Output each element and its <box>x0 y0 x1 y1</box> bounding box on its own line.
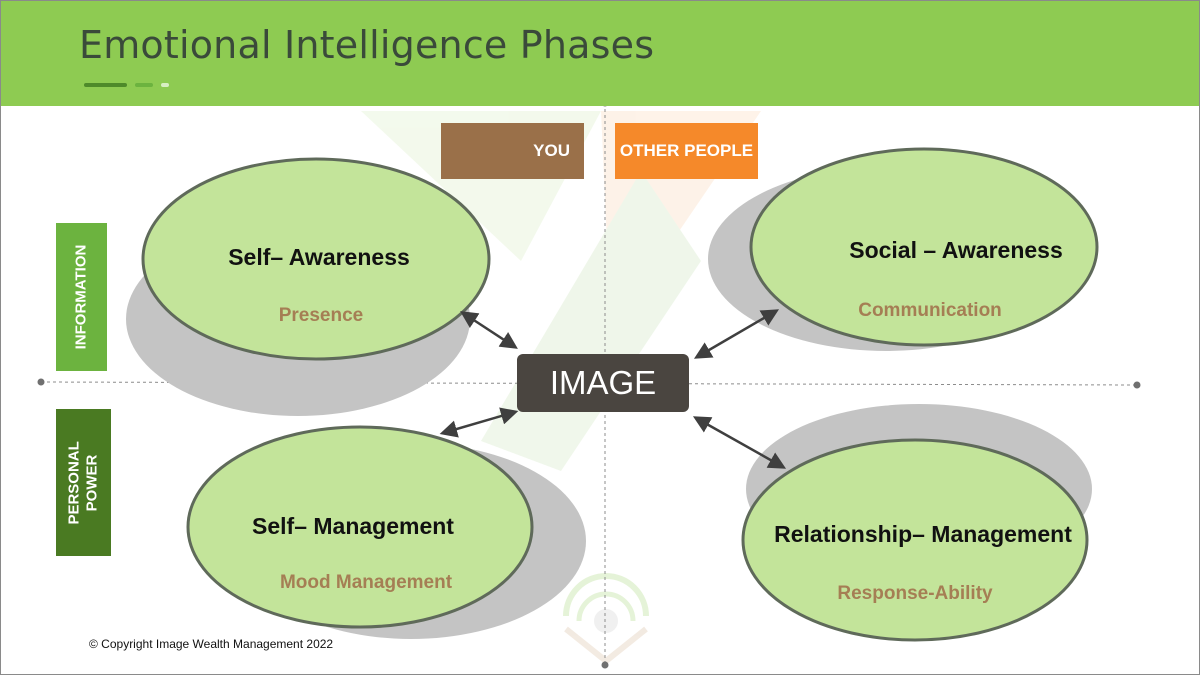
axis-endpoint-bottom <box>601 661 609 669</box>
ellipse-social-awareness <box>749 147 1099 347</box>
label-social-awareness: Social – Awareness <box>849 237 1063 263</box>
copyright-footer: © Copyright Image Wealth Management 2022 <box>89 637 334 651</box>
title-underline-short <box>161 83 169 87</box>
ellipse-relationship-management <box>741 438 1089 642</box>
axis-endpoint-right <box>1133 381 1141 389</box>
tag-information-text: INFORMATION <box>72 244 90 350</box>
sublabel-communication: Communication <box>858 300 1002 321</box>
arrow-self-awareness <box>460 311 518 349</box>
header-bar <box>1 1 1199 106</box>
tag-other-people: OTHER PEOPLE <box>615 123 758 179</box>
ellipse-self-awareness <box>141 157 491 361</box>
sublabel-mood-management: Mood Management <box>280 572 453 593</box>
center-image-box: IMAGE <box>517 354 689 412</box>
title-underline-long <box>84 83 127 87</box>
tag-information: INFORMATION <box>56 223 107 371</box>
arrow-relationship-management <box>692 416 787 469</box>
sublabel-presence: Presence <box>279 305 364 326</box>
label-self-awareness: Self– Awareness <box>228 244 410 270</box>
sublabel-response-ability: Response-Ability <box>837 583 993 604</box>
label-self-management: Self– Management <box>252 513 454 539</box>
tag-personal-power: PERSONAL POWER <box>56 409 111 556</box>
watermark-emblem <box>563 573 649 665</box>
arrow-self-management <box>439 407 519 438</box>
title-underline-mid <box>135 83 153 87</box>
axis-endpoint-left <box>37 378 45 386</box>
ellipse-self-management <box>186 425 534 629</box>
label-relationship-management: Relationship– Management <box>774 521 1072 547</box>
arrow-social-awareness <box>693 309 780 359</box>
tag-personal-power-text: PERSONAL POWER <box>65 440 101 525</box>
tag-you: YOU <box>441 123 584 179</box>
page-title: Emotional Intelligence Phases <box>79 23 655 67</box>
